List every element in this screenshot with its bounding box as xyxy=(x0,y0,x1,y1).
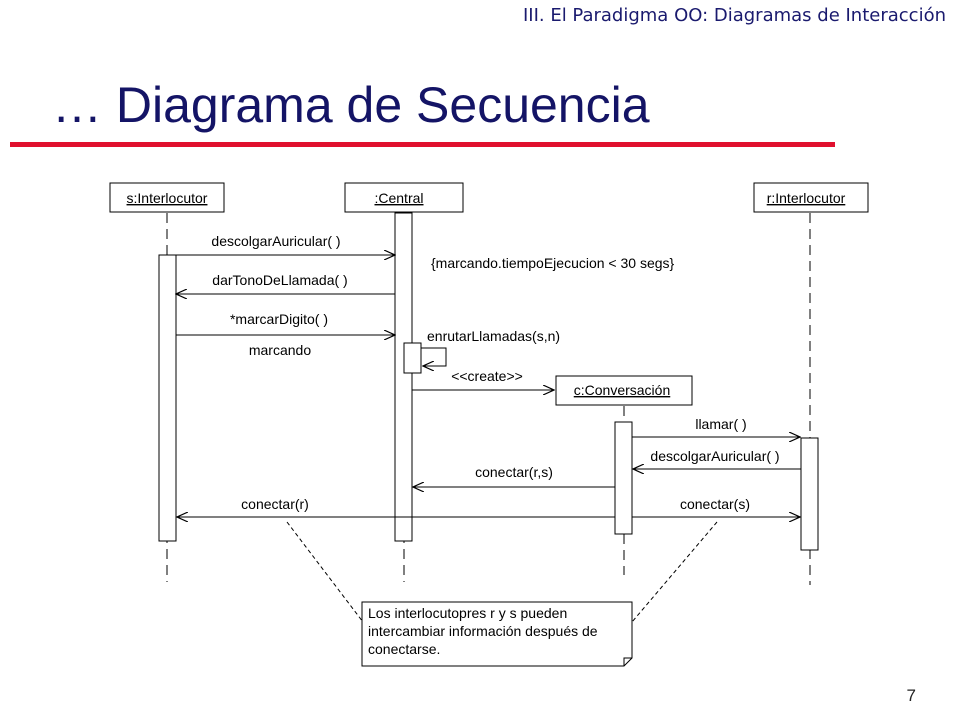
page-number: 7 xyxy=(906,686,916,705)
object-r: r:Interlocutor xyxy=(753,182,869,213)
title-underline xyxy=(10,142,835,147)
msg-marcando-label: marcando xyxy=(249,342,311,358)
note-box xyxy=(361,601,633,667)
msg-darTono-label: darTonoDeLlamada( ) xyxy=(212,272,347,288)
msg-marcar-label: *marcarDigito( ) xyxy=(230,311,328,327)
activation-r xyxy=(800,437,819,551)
msg-enrutar-label: enrutarLlamadas(s,n) xyxy=(427,328,560,344)
msg-create-label: <<create>> xyxy=(451,368,523,384)
activation-s xyxy=(158,254,177,542)
note-connector-right xyxy=(631,521,718,623)
activation-central-nested xyxy=(403,342,422,374)
msg-conectarR-label: conectar(r) xyxy=(241,496,309,512)
object-central: :Central xyxy=(344,182,464,213)
object-c: c:Conversación xyxy=(555,375,693,406)
note-connector-left xyxy=(286,521,364,623)
msg-descolgar2-label: descolgarAuricular( ) xyxy=(650,448,779,464)
msg-conectarS-label: conectar(s) xyxy=(680,496,750,512)
object-c-label: c:Conversación xyxy=(574,382,671,398)
object-s-label: s:Interlocutor xyxy=(127,190,208,206)
constraint-label: {marcando.tiempoEjecucion < 30 segs} xyxy=(431,255,675,271)
note-fold xyxy=(623,657,632,666)
note-text: Los interlocutopres r y s pueden interca… xyxy=(368,605,598,657)
object-s: s:Interlocutor xyxy=(109,182,225,213)
msg-llamar-label: llamar( ) xyxy=(695,416,746,432)
object-r-label: r:Interlocutor xyxy=(767,190,846,206)
activation-c xyxy=(614,421,633,535)
object-central-label: :Central xyxy=(374,190,423,206)
msg-enrutar-selfcall xyxy=(421,347,447,366)
section-header: III. El Paradigma OO: Diagramas de Inter… xyxy=(522,5,946,26)
activation-central xyxy=(394,212,413,542)
slide-title: … Diagrama de Secuencia xyxy=(52,77,650,133)
msg-descolgar-label: descolgarAuricular( ) xyxy=(211,233,340,249)
msg-conectarRS-label: conectar(r,s) xyxy=(475,464,553,480)
